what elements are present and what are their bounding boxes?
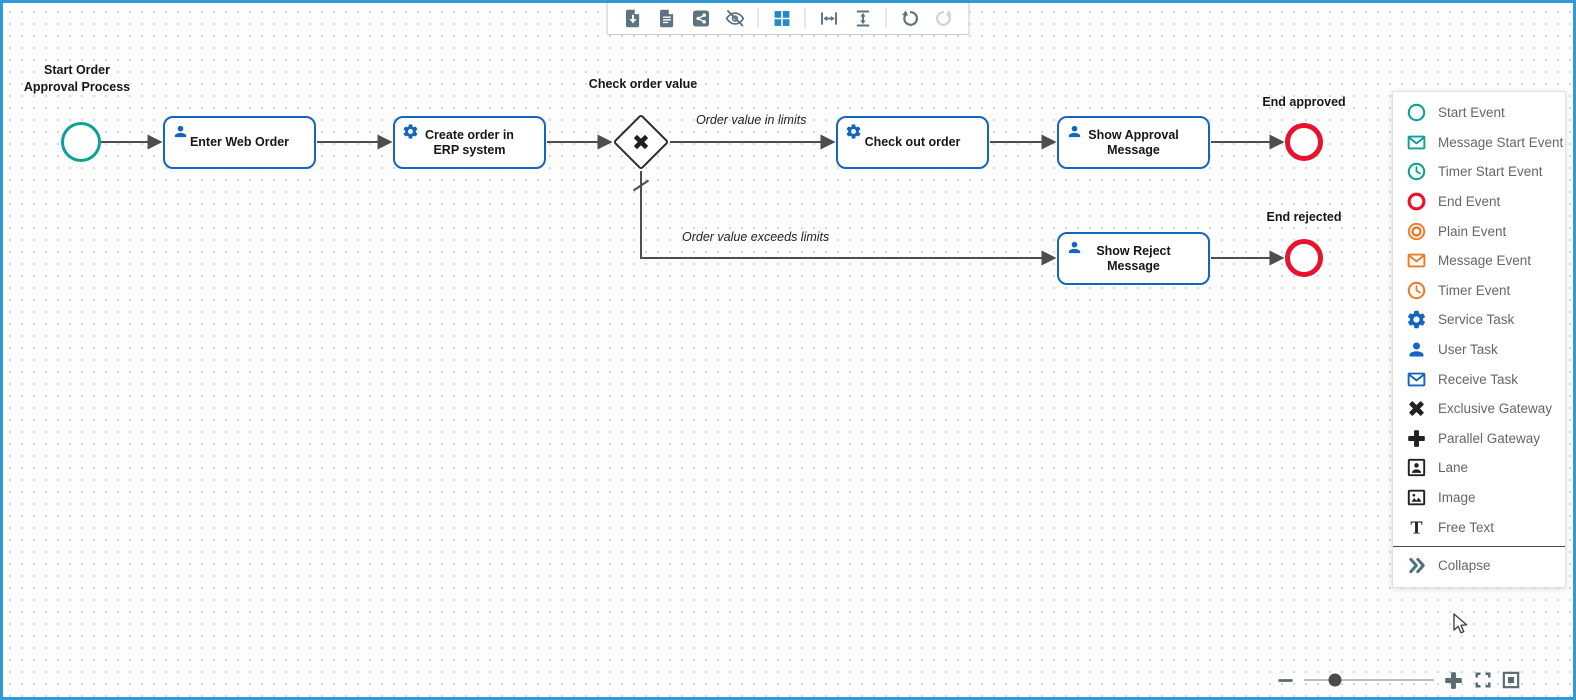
service-task-icon: [402, 123, 419, 140]
fit-height-icon[interactable]: [852, 7, 874, 29]
zoom-slider[interactable]: [1304, 673, 1434, 687]
message-start-event-icon: [1406, 132, 1427, 153]
palette-item-label: Lane: [1438, 460, 1469, 476]
lane-icon: [1406, 457, 1427, 478]
palette-item-label: Message Event: [1438, 253, 1532, 269]
start-event-node[interactable]: [61, 122, 101, 162]
palette-item-free-text[interactable]: Free Text: [1393, 512, 1565, 542]
export-file-icon[interactable]: [622, 7, 644, 29]
palette-item-user-task[interactable]: User Task: [1393, 335, 1565, 365]
palette-item-label: Start Event: [1438, 105, 1505, 121]
image-icon: [1406, 487, 1427, 508]
palette-item-label: Timer Event: [1438, 282, 1511, 298]
task-check-out-order[interactable]: Check out order: [836, 116, 989, 169]
start-event-label: Start Order Approval Process: [23, 63, 131, 94]
zoom-controls: [1276, 666, 1521, 694]
start-event-icon: [1406, 102, 1427, 123]
redo-icon[interactable]: [933, 7, 955, 29]
end-event-approved-node[interactable]: [1285, 123, 1323, 161]
fit-width-icon[interactable]: [818, 7, 840, 29]
fullscreen-button[interactable]: [1473, 670, 1493, 690]
end-approved-label: End approved: [1262, 95, 1346, 109]
palette-item-label: Parallel Gateway: [1438, 430, 1541, 446]
zoom-out-button[interactable]: [1276, 671, 1295, 690]
task-label: Check out order: [864, 135, 961, 149]
toolbar-separator: [885, 8, 887, 28]
task-enter-web-order[interactable]: Enter Web Order: [163, 116, 316, 169]
document-icon[interactable]: [656, 7, 678, 29]
service-task-icon: [1406, 309, 1427, 330]
palette-item-collapse[interactable]: Collapse: [1393, 551, 1565, 581]
timer-start-event-icon: [1406, 161, 1427, 182]
toolbar-separator: [804, 8, 806, 28]
undo-icon[interactable]: [899, 7, 921, 29]
plain-event-icon: [1406, 221, 1427, 242]
palette-item-timer-event[interactable]: Timer Event: [1393, 276, 1565, 306]
user-task-icon: [1406, 339, 1427, 360]
flow-label-exceeds-limits: Order value exceeds limits: [682, 230, 830, 244]
hide-elements-icon[interactable]: [724, 7, 746, 29]
task-label: Show Approval Message: [1088, 127, 1179, 157]
palette-item-plain-event[interactable]: Plain Event: [1393, 216, 1565, 246]
exclusive-gateway-icon: [1406, 398, 1427, 419]
user-task-icon: [1066, 123, 1083, 140]
toolbar: [606, 1, 970, 35]
parallel-gateway-icon: [1406, 428, 1427, 449]
zoom-slider-knob[interactable]: [1328, 673, 1342, 687]
palette-item-label: User Task: [1438, 342, 1498, 358]
task-create-order-erp[interactable]: Create order in ERP system: [393, 116, 546, 169]
exclusive-gateway-x-icon: [631, 132, 651, 152]
palette-item-parallel-gateway[interactable]: Parallel Gateway: [1393, 424, 1565, 454]
fit-view-button[interactable]: [1501, 670, 1521, 690]
palette-item-label: Service Task: [1438, 312, 1515, 328]
palette-item-label: Message Start Event: [1438, 134, 1564, 150]
task-label: Create order in ERP system: [425, 127, 514, 157]
gateway-label: Check order value: [588, 77, 698, 91]
task-label: Show Reject Message: [1096, 243, 1171, 273]
share-icon[interactable]: [690, 7, 712, 29]
end-event-rejected-node[interactable]: [1285, 239, 1323, 277]
palette-item-label: Image: [1438, 490, 1476, 506]
user-task-icon: [1066, 239, 1083, 256]
task-label: Enter Web Order: [189, 135, 290, 149]
grid-view-icon[interactable]: [771, 7, 793, 29]
palette-item-message-start-event[interactable]: Message Start Event: [1393, 128, 1565, 158]
toolbar-separator: [757, 8, 759, 28]
palette-item-label: End Event: [1438, 194, 1501, 210]
palette-item-receive-task[interactable]: Receive Task: [1393, 364, 1565, 394]
palette-item-label: Free Text: [1438, 519, 1495, 535]
palette-item-image[interactable]: Image: [1393, 483, 1565, 513]
collapse-icon: [1406, 555, 1427, 576]
default-flow-marker: [632, 179, 650, 192]
end-rejected-label: End rejected: [1266, 210, 1342, 224]
flow-label-in-limits: Order value in limits: [696, 113, 807, 127]
message-event-icon: [1406, 250, 1427, 271]
end-event-icon: [1406, 191, 1427, 212]
task-show-approval-message[interactable]: Show Approval Message: [1057, 116, 1210, 169]
palette-panel: Start Event Message Start Event Timer St…: [1392, 91, 1566, 588]
palette-item-message-event[interactable]: Message Event: [1393, 246, 1565, 276]
palette-item-start-event[interactable]: Start Event: [1393, 98, 1565, 128]
palette-item-lane[interactable]: Lane: [1393, 453, 1565, 483]
zoom-in-button[interactable]: [1443, 670, 1464, 691]
palette-item-timer-start-event[interactable]: Timer Start Event: [1393, 157, 1565, 187]
palette-item-service-task[interactable]: Service Task: [1393, 305, 1565, 335]
free-text-icon: [1406, 517, 1427, 538]
flow-gateway-to-show-reject[interactable]: [640, 171, 1057, 266]
palette-item-label: Plain Event: [1438, 223, 1507, 239]
palette-divider: [1393, 545, 1565, 547]
task-show-reject-message[interactable]: Show Reject Message: [1057, 232, 1210, 285]
timer-event-icon: [1406, 280, 1427, 301]
palette-item-label: Timer Start Event: [1438, 164, 1543, 180]
palette-item-label: Receive Task: [1438, 371, 1519, 387]
palette-item-label: Exclusive Gateway: [1438, 401, 1553, 417]
palette-item-label: Collapse: [1438, 558, 1491, 574]
exclusive-gateway-node[interactable]: [613, 114, 669, 170]
user-task-icon: [172, 123, 189, 140]
receive-task-icon: [1406, 369, 1427, 390]
palette-item-end-event[interactable]: End Event: [1393, 187, 1565, 217]
service-task-icon: [845, 123, 862, 140]
palette-item-exclusive-gateway[interactable]: Exclusive Gateway: [1393, 394, 1565, 424]
